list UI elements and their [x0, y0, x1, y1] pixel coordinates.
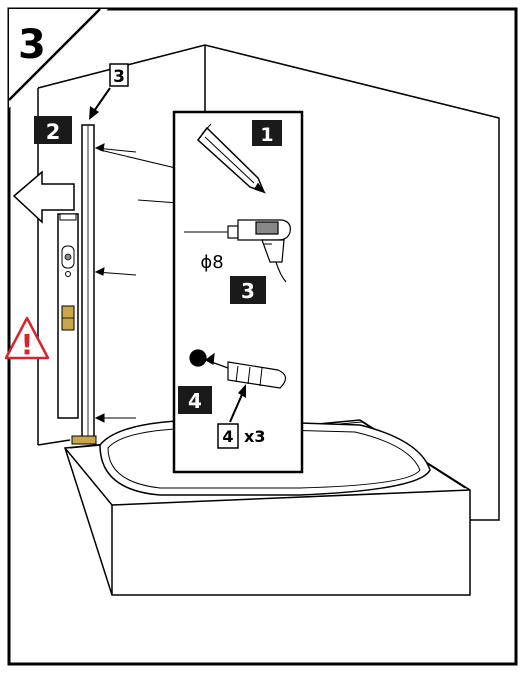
- anchor-step-badge: [178, 386, 212, 414]
- drill-bit-size: ϕ8: [200, 252, 223, 273]
- tools-panel: 1 ϕ8 3 4: [172, 110, 304, 474]
- drill-guide-arrows: [94, 143, 137, 423]
- anchor-part-box: [217, 423, 239, 449]
- warning-icon: !: [4, 316, 50, 361]
- drill-step-badge: [230, 276, 266, 304]
- rail-callout: 3: [89, 63, 129, 120]
- wall-rail: [71, 124, 97, 445]
- step-banner: 3: [8, 8, 108, 108]
- rail-callout-label: 3: [113, 67, 125, 87]
- anchor-part-label: 4: [222, 427, 233, 446]
- drill-icon: [184, 219, 291, 283]
- spirit-level: [57, 213, 79, 419]
- anchor-icon: [189, 349, 287, 389]
- pencil-icon: [196, 123, 267, 194]
- wall-step-label: 2: [46, 120, 61, 144]
- anchor-step-label: 4: [188, 389, 202, 413]
- step-number: 3: [18, 22, 46, 68]
- drill-step-label: 3: [241, 279, 255, 303]
- pencil-step-badge: [252, 120, 282, 146]
- anchor-quantity: x3: [244, 427, 265, 446]
- arrow-left-icon: [12, 170, 75, 224]
- wall-step-badge: 2: [34, 116, 72, 144]
- brass-end-piece: [71, 435, 97, 445]
- warning-symbol: !: [21, 328, 34, 361]
- pencil-step-label: 1: [260, 124, 273, 146]
